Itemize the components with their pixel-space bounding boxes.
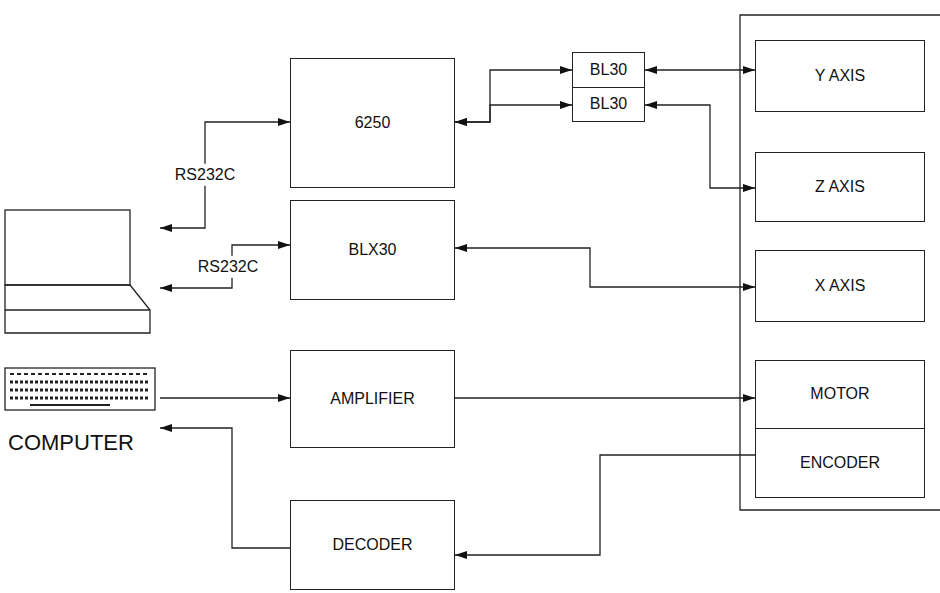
controller-box: BLX30 (290, 200, 455, 300)
drive-box: BL30 (572, 52, 645, 88)
box-label: 6250 (355, 114, 391, 132)
box-label: AMPLIFIER (330, 390, 414, 408)
box-label: BLX30 (348, 241, 396, 259)
amplifier-box: AMPLIFIER (290, 350, 455, 448)
signal-label: RS232C (195, 256, 261, 278)
box-label: X AXIS (815, 277, 866, 295)
decoder-box: DECODER (290, 500, 455, 590)
connector-arrow (645, 105, 755, 188)
encoder-box: ENCODER (755, 428, 925, 498)
box-label: BL30 (590, 95, 627, 113)
box-label: COMPUTER (8, 430, 134, 455)
computer-node: COMPUTER (0, 205, 160, 455)
box-label: Y AXIS (815, 67, 865, 85)
connector-arrow (160, 245, 290, 288)
signal-label: RS232C (172, 164, 238, 186)
axis-box: Z AXIS (755, 152, 925, 222)
connector-arrow (455, 105, 572, 122)
connector-arrow (455, 397, 755, 398)
computer-illustration (5, 210, 155, 410)
box-label: Z AXIS (815, 178, 865, 196)
drive-box: BL30 (572, 87, 645, 122)
controller-box: 6250 (290, 58, 455, 188)
connector-arrow (645, 69, 755, 70)
machine-outline (740, 15, 940, 510)
connector-arrow (455, 70, 572, 122)
axis-box: X AXIS (755, 250, 925, 322)
box-label: MOTOR (810, 385, 869, 403)
connector-arrow (455, 248, 755, 287)
connector-arrow (160, 122, 290, 228)
connector-arrow (160, 428, 290, 548)
box-label: DECODER (332, 536, 412, 554)
motor-box: MOTOR (755, 360, 925, 429)
box-label: BL30 (590, 61, 627, 79)
connector-arrow (160, 397, 290, 398)
connector-arrow (455, 455, 755, 555)
box-label: ENCODER (800, 454, 880, 472)
axis-box: Y AXIS (755, 40, 925, 112)
